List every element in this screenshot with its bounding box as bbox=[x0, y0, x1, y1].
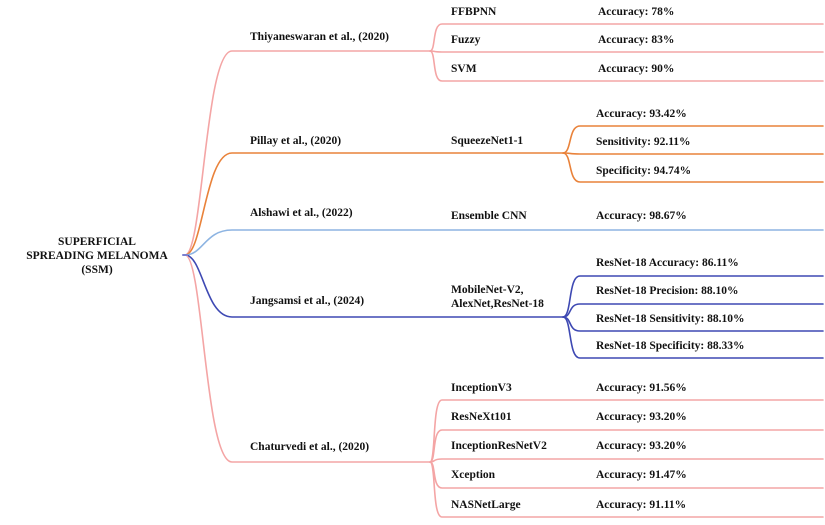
method-label: InceptionResNetV2 bbox=[451, 440, 547, 452]
leaf-connector bbox=[429, 50, 824, 82]
result-label: ResNet-18 Specificity: 88.33% bbox=[596, 340, 745, 352]
result-label: Accuracy: 91.56% bbox=[596, 382, 687, 394]
result-label: Accuracy: 90% bbox=[598, 63, 675, 75]
leaf-connector bbox=[562, 152, 824, 183]
leaf-connector bbox=[429, 461, 824, 518]
method-label: NASNetLarge bbox=[451, 499, 521, 511]
result-label: Accuracy: 83% bbox=[598, 34, 675, 46]
author-label: Pillay et al., (2020) bbox=[250, 135, 342, 147]
author-label: Chaturvedi et al., (2020) bbox=[250, 441, 370, 453]
author-connector bbox=[184, 152, 564, 256]
leaf-connector bbox=[562, 316, 824, 359]
result-label: ResNet-18 Sensitivity: 88.10% bbox=[596, 313, 745, 325]
author-label: Alshawi et al., (2022) bbox=[250, 207, 353, 219]
result-label: Accuracy: 93.20% bbox=[596, 411, 687, 423]
result-label: Accuracy: 91.11% bbox=[596, 499, 687, 511]
author-label: Thiyaneswaran et al., (2020) bbox=[250, 31, 389, 43]
method-label: Xception bbox=[451, 469, 496, 481]
method-label: ResNeXt101 bbox=[451, 411, 512, 423]
result-label: Sensitivity: 92.11% bbox=[596, 136, 691, 148]
leaf-connector bbox=[562, 275, 824, 318]
author-connector bbox=[184, 50, 431, 256]
leaf-connector bbox=[429, 23, 824, 52]
result-label: ResNet-18 Accuracy: 86.11% bbox=[596, 257, 739, 269]
leaf-connector bbox=[429, 458, 824, 463]
author-label: Jangsamsi et al., (2024) bbox=[250, 295, 365, 307]
leaf-connector bbox=[429, 429, 824, 463]
leaf-connector bbox=[562, 152, 824, 155]
author-connector bbox=[184, 254, 564, 318]
leaf-connector bbox=[562, 125, 824, 154]
result-label: ResNet-18 Precision: 88.10% bbox=[596, 285, 739, 297]
result-label: Accuracy: 93.42% bbox=[596, 108, 687, 120]
method-label: AlexNet,ResNet-18 bbox=[451, 298, 544, 310]
leaf-connector bbox=[562, 303, 824, 318]
leaf-connector bbox=[429, 50, 824, 53]
result-label: Accuracy: 98.67% bbox=[596, 210, 687, 222]
result-label: Accuracy: 78% bbox=[598, 6, 675, 18]
result-label: Accuracy: 91.47% bbox=[596, 469, 687, 481]
method-label: Ensemble CNN bbox=[451, 210, 527, 222]
author-connector bbox=[184, 254, 431, 463]
method-label: SVM bbox=[451, 63, 477, 75]
method-label: Fuzzy bbox=[451, 34, 481, 46]
root-line: SUPERFICIAL bbox=[58, 236, 136, 248]
result-label: Accuracy: 93.20% bbox=[596, 440, 687, 452]
root-line: SPREADING MELANOMA bbox=[26, 250, 168, 262]
method-label: SqueezeNet1-1 bbox=[451, 135, 524, 147]
root-line: (SSM) bbox=[81, 264, 113, 276]
result-label: Specificity: 94.74% bbox=[596, 165, 692, 177]
method-label: FFBPNN bbox=[451, 6, 497, 18]
root-node-label: SUPERFICIAL SPREADING MELANOMA (SSM) bbox=[22, 235, 172, 277]
method-label: MobileNet-V2, bbox=[451, 284, 524, 296]
author-connector bbox=[184, 229, 824, 256]
method-label: InceptionV3 bbox=[451, 382, 512, 394]
